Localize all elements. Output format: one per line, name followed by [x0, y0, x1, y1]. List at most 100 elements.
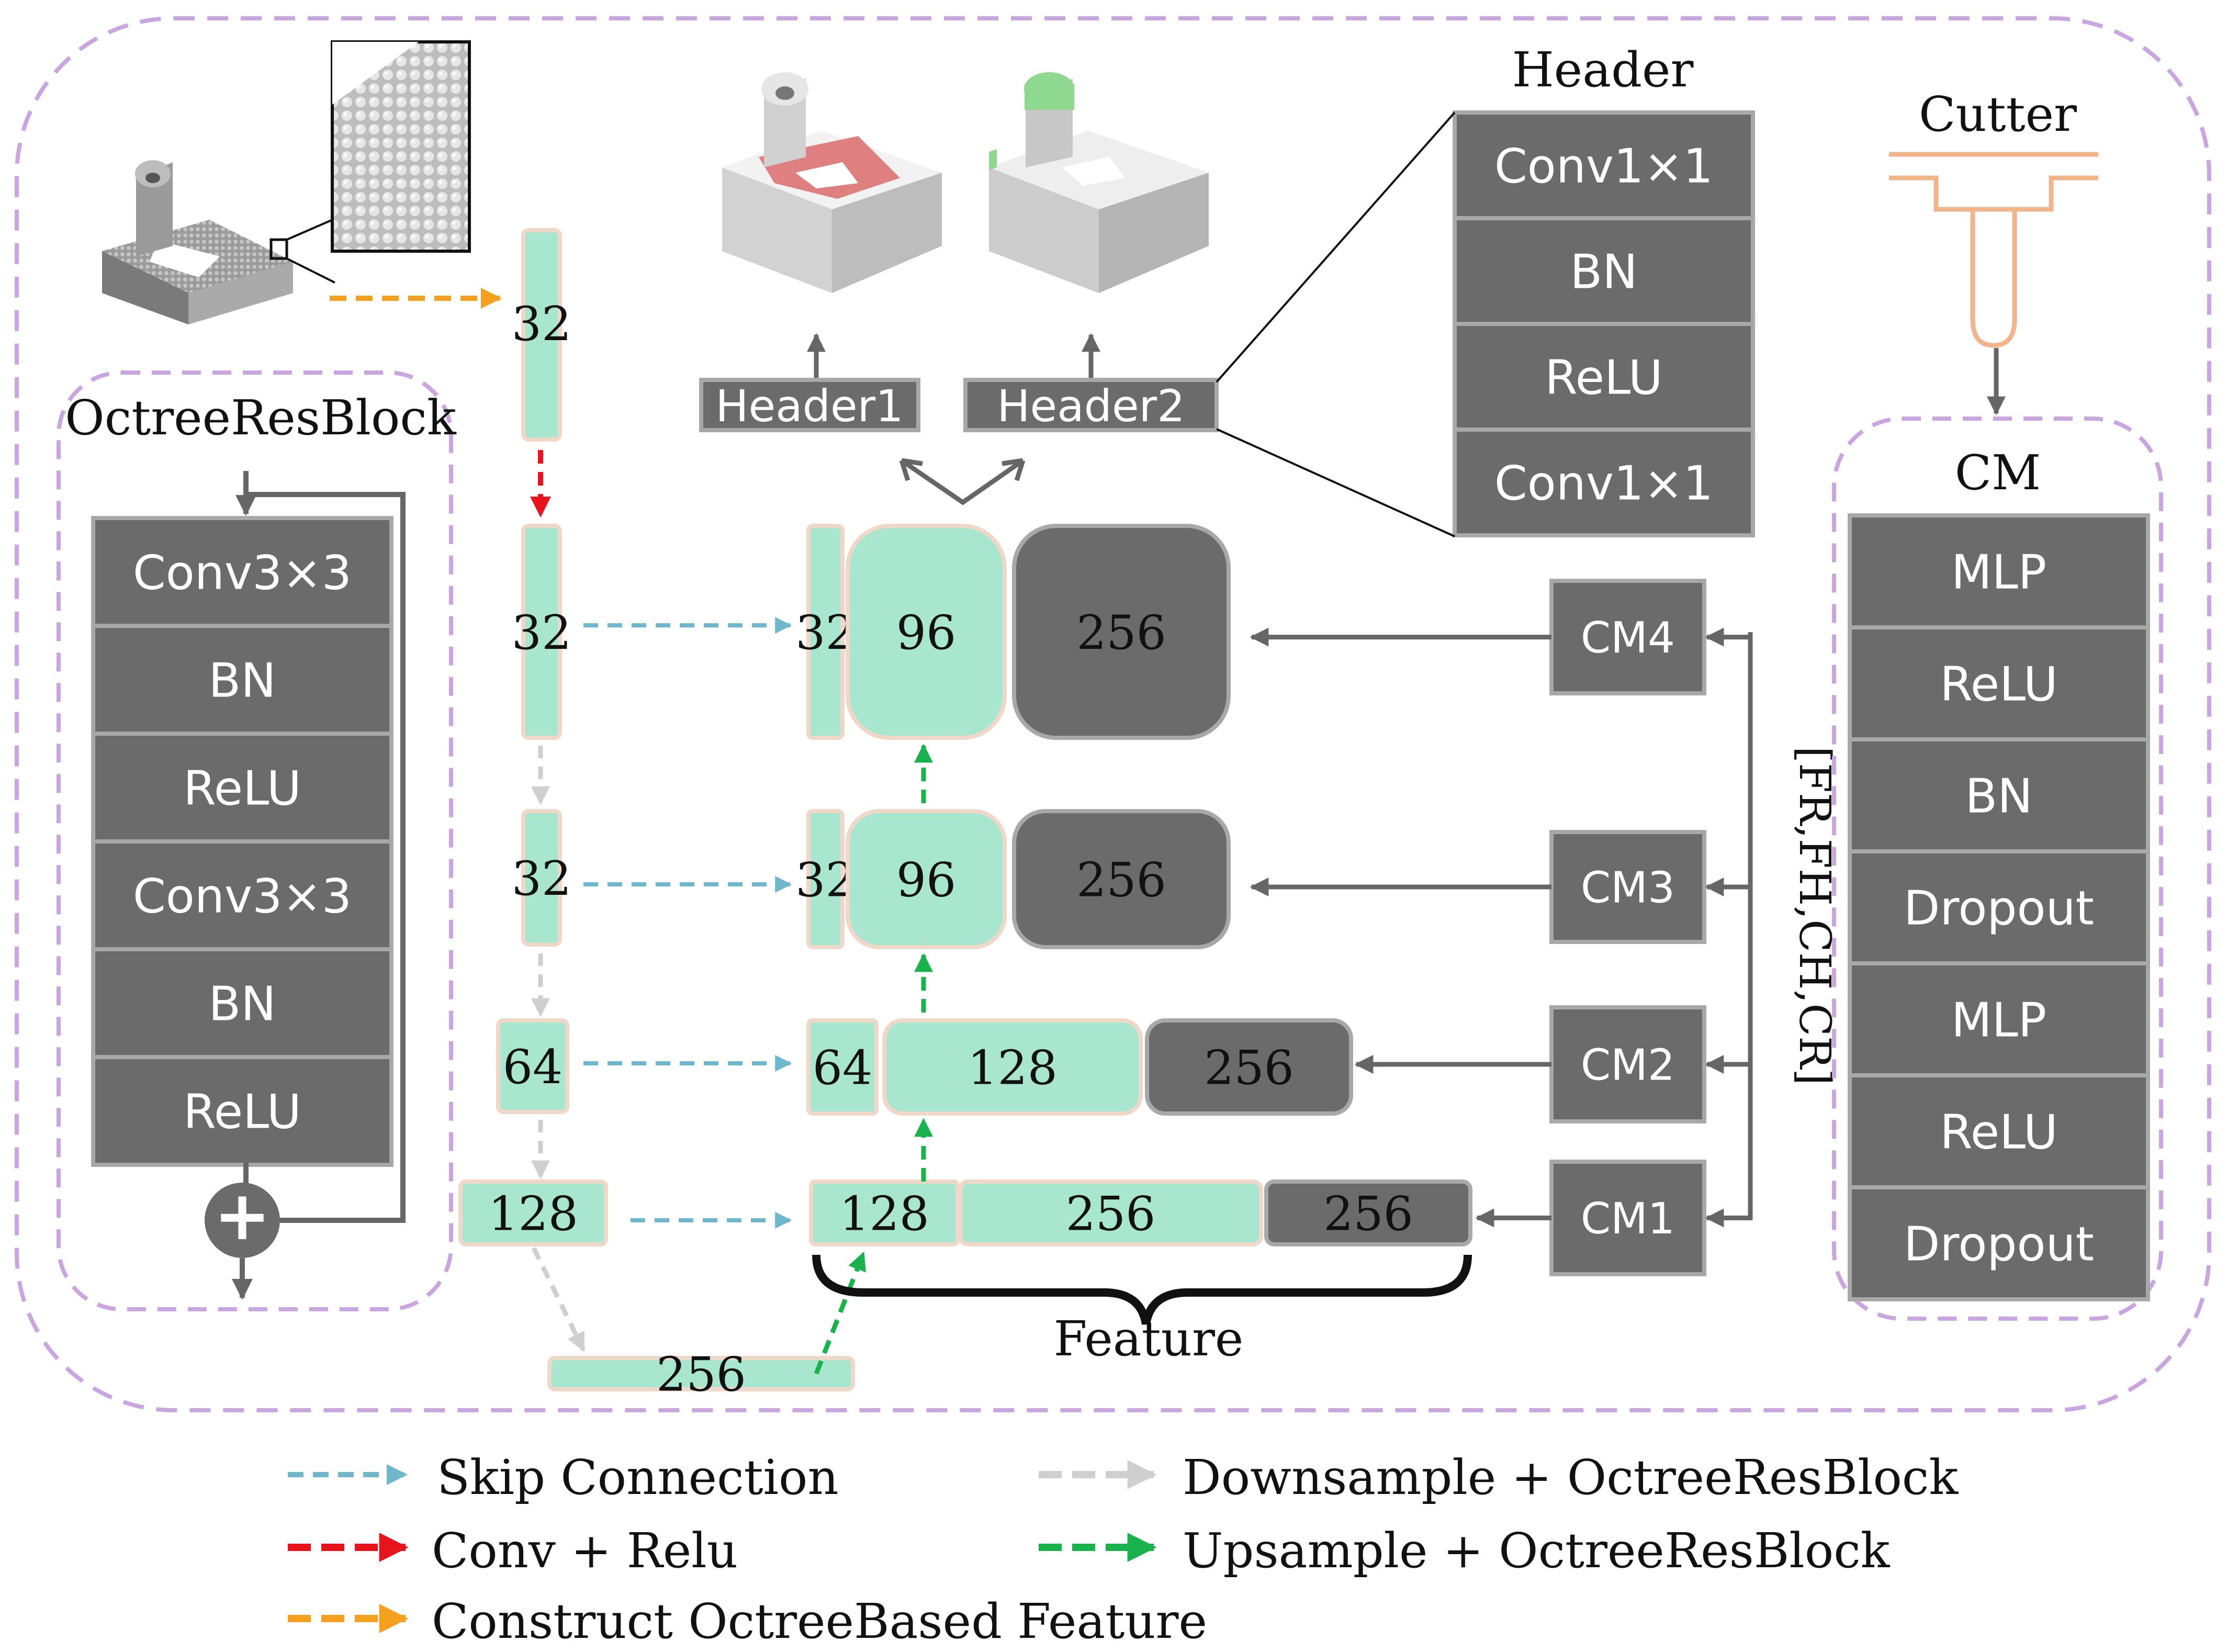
cm-detail-layer-1-label: ReLU: [1940, 657, 2057, 712]
decoder-level1-gray: 256: [1264, 1179, 1472, 1246]
decoder-level4-gray-shape: [1012, 524, 1231, 740]
cm-detail-title: CM: [1955, 445, 2041, 501]
header2-box: Header2: [963, 378, 1219, 432]
decoder-level3-skip-shape: [806, 809, 845, 949]
prediction-face-icon: [722, 72, 942, 293]
header-detail-layer-2: ReLU: [1453, 322, 1755, 432]
header-detail-layer-2-shape: [1453, 322, 1755, 432]
cm-detail-layer-2-label: BN: [1965, 769, 2032, 824]
encoder-block-5-label: 256: [656, 1347, 746, 1402]
decoder-level2-skip-label: 64: [813, 1040, 873, 1095]
legend-conv-relu-label: Conv + Relu: [432, 1523, 738, 1579]
decoder-level2-gray-shape: [1145, 1018, 1353, 1116]
decoder-level2-green-shape: [882, 1018, 1143, 1116]
legend-skip-label: Skip Connection: [437, 1449, 839, 1505]
legend: Skip Connection Conv + Relu Construct Oc…: [288, 1449, 1959, 1649]
decoder-level1-skip: 128: [809, 1179, 960, 1246]
decoder-level3-gray-shape: [1012, 809, 1231, 949]
cm-module-2-label: CM2: [1581, 1041, 1675, 1091]
decoder-level2-green-label: 128: [968, 1040, 1058, 1095]
header1-label: Header1: [715, 380, 903, 432]
encoder-block-2-label: 32: [512, 851, 572, 906]
outer-frame: [15, 16, 2211, 1412]
decoder-level2-green: 128: [882, 1018, 1143, 1116]
decoder-level3-gray-label: 256: [1076, 852, 1166, 907]
decoder-level1-skip-shape: [809, 1179, 960, 1246]
orb-layer-0-shape: [91, 516, 393, 628]
decoder-level4-skip-label: 32: [795, 605, 856, 660]
decoder-level4-green-label: 96: [896, 605, 957, 660]
orb-layer-2-label: ReLU: [183, 761, 301, 816]
decoder-level4-skip: 32: [795, 524, 856, 740]
decoder-level3-gray: 256: [1012, 809, 1231, 949]
cm-detail-layer-5-shape: [1848, 1073, 2150, 1189]
encoder-block-5-shape: [547, 1356, 855, 1391]
legend-downsample-label: Downsample + OctreeResBlock: [1183, 1449, 1959, 1505]
decoder-level2-gray-label: 256: [1204, 1040, 1294, 1095]
cm-detail-layer-3-label: Dropout: [1904, 881, 2094, 936]
decoder-level4-green: 96: [846, 524, 1007, 740]
feature-brace: [812, 1254, 1472, 1325]
orb-layer-0: Conv3×3: [91, 516, 393, 628]
header-detail-layer-1: BN: [1453, 216, 1755, 326]
decoder-level4-green-shape: [846, 524, 1007, 740]
encoder-block-3: 64: [496, 1018, 569, 1114]
header-detail-layer-3-label: Conv1×1: [1494, 456, 1713, 511]
cm-detail-layer-0-label: MLP: [1951, 545, 2046, 600]
encoder-block-4: 128: [458, 1179, 608, 1246]
downsample-arrow-4: [531, 1247, 586, 1352]
orb-layer-3-shape: [91, 839, 393, 951]
encoder-block-2: 32: [512, 809, 572, 947]
cm-detail-layer-4-label: MLP: [1951, 993, 2046, 1048]
add-symbol: +: [214, 1176, 271, 1255]
orb-layer-5-label: ReLU: [183, 1084, 301, 1139]
cm-detail-layer-4-shape: [1848, 961, 2150, 1077]
orb-layer-5: ReLU: [91, 1055, 393, 1167]
orb-layer-5-shape: [91, 1055, 393, 1167]
prediction-highlight-icon: [989, 72, 1209, 293]
header-detail-title: Header: [1512, 42, 1694, 98]
head-split-arrows: [900, 458, 1025, 505]
decoder-level1-green-label: 256: [1066, 1186, 1156, 1241]
decoder-level4-gray: 256: [1012, 524, 1231, 740]
feature-label: Feature: [1054, 1311, 1244, 1367]
decoder-level4-gray-label: 256: [1076, 605, 1166, 660]
cm-module-0-label: CM4: [1581, 613, 1675, 663]
decoder-level3-green-label: 96: [896, 852, 957, 907]
cm-detail-layer-1: ReLU: [1848, 625, 2150, 741]
header2-label: Header2: [997, 380, 1185, 432]
octree-res-block-title: OctreeResBlock: [65, 390, 457, 446]
head-split-arrowhead-left: [899, 458, 923, 481]
residual-connection: [246, 492, 406, 1223]
cm-detail-layer-6: Dropout: [1848, 1185, 2150, 1301]
decoder-level2-gray: 256: [1145, 1018, 1353, 1116]
decoder-level3-skip: 32: [795, 809, 856, 949]
cm-input-label: [FR,FH,CH,CR]: [1790, 746, 1839, 1085]
decoder-level1-gray-label: 256: [1323, 1186, 1413, 1241]
input-mesh-icon: [102, 160, 335, 324]
header-zoom-line-bottom: [1216, 428, 1455, 537]
orb-layer-4-label: BN: [208, 976, 276, 1031]
decoder-level3-skip-label: 32: [795, 852, 856, 907]
encoder-block-1: 32: [512, 524, 571, 740]
decoder-level4-skip-shape: [806, 524, 845, 740]
encoder-block-0-shape: [521, 228, 562, 442]
cm-detail-layer-3-shape: [1848, 849, 2150, 965]
encoder-block-4-shape: [458, 1179, 608, 1246]
decoder-level1-skip-label: 128: [839, 1186, 929, 1241]
orb-layer-4: BN: [91, 947, 393, 1059]
encoder-block-2-shape: [521, 809, 562, 947]
orb-layer-1-label: BN: [208, 653, 276, 708]
orb-layer-3-label: Conv3×3: [133, 869, 352, 924]
orb-layer-3: Conv3×3: [91, 839, 393, 951]
header-detail-layer-2-label: ReLU: [1545, 350, 1662, 405]
cutter-title: Cutter: [1919, 86, 2077, 142]
decoder-level1-green-shape: [958, 1179, 1263, 1246]
zoom-texture-icon: [331, 40, 471, 253]
encoder-column: 32 32 32 64 128 256: [458, 228, 855, 1402]
header-detail-layer-1-label: BN: [1570, 244, 1637, 299]
decoder-level3-green-shape: [846, 809, 1007, 949]
header-detail-layer-3-shape: [1453, 428, 1755, 537]
